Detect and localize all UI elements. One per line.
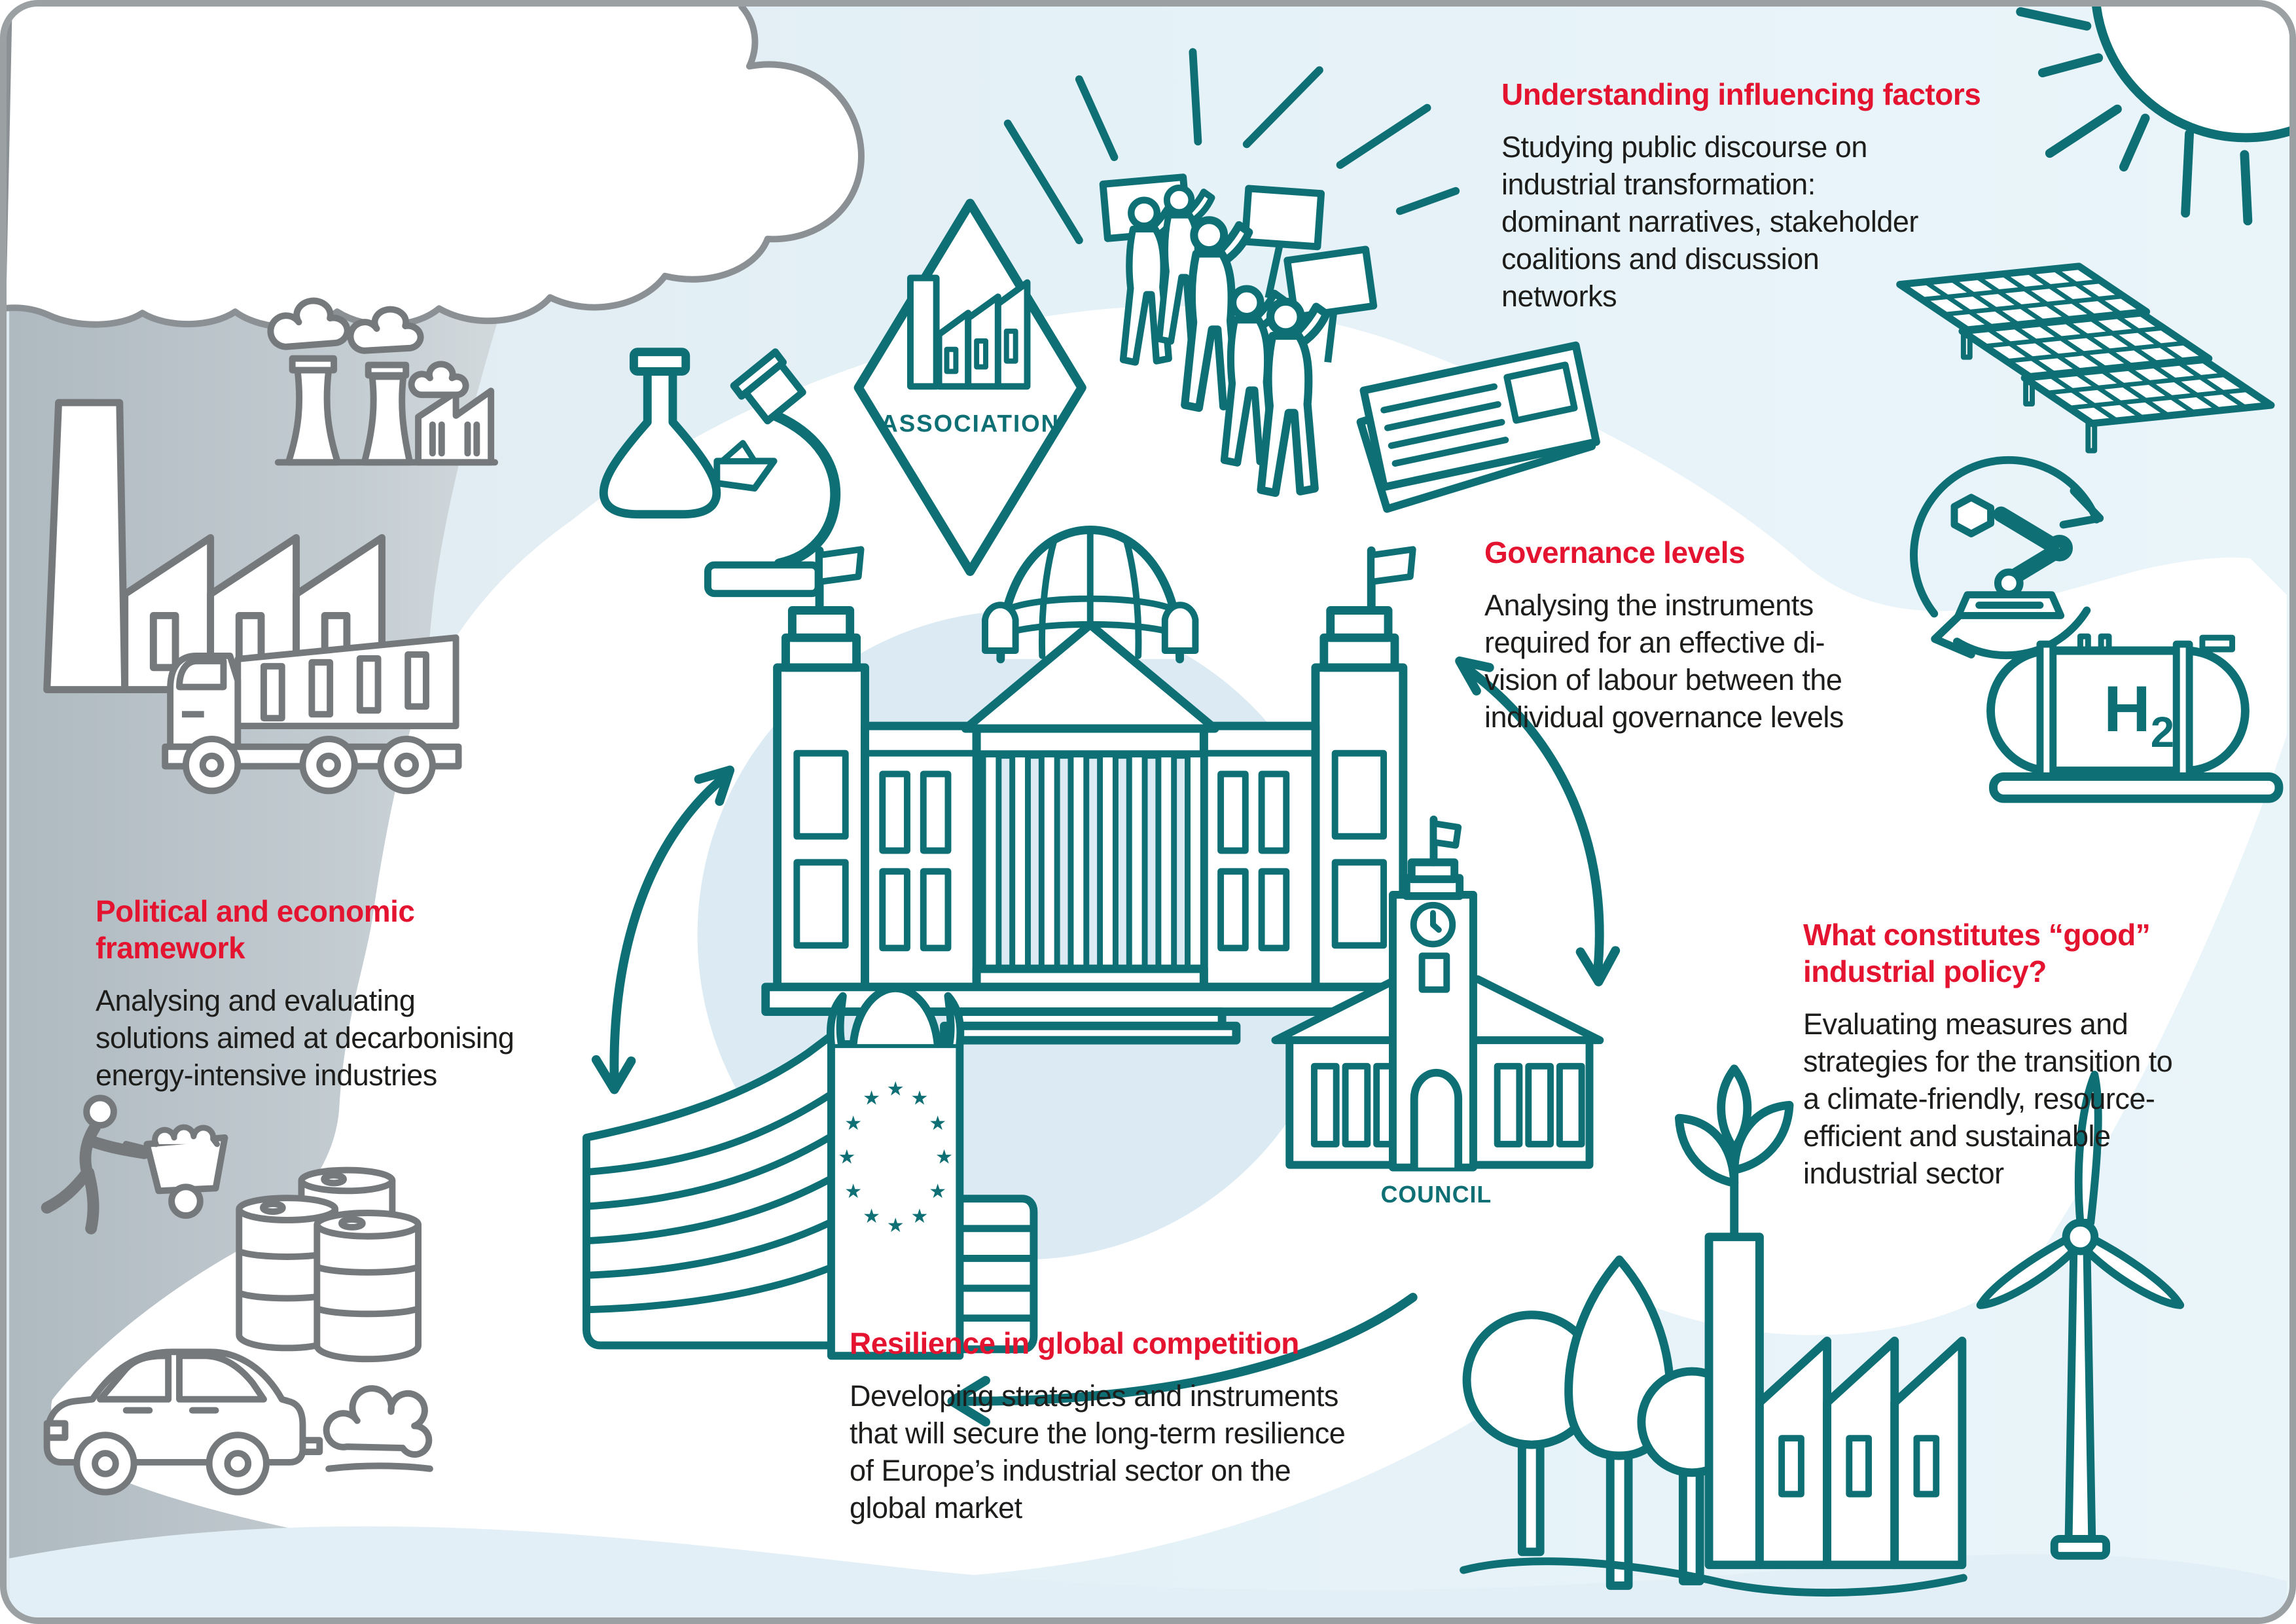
- parliament-icon: [761, 526, 1420, 1045]
- protest-rays: [1003, 48, 1460, 245]
- understanding-body: Studying public discourse on industrial …: [1501, 130, 1918, 313]
- understanding-text-block: Understanding influencing factors Studyi…: [1501, 64, 2045, 327]
- resilience-title: Resilience in global competition: [850, 1326, 1299, 1360]
- arrow-parliament-council: [1459, 661, 1604, 980]
- understanding-title: Understanding influencing factors: [1501, 77, 1981, 111]
- good-policy-text-block: What constitutes “good” industrial polic…: [1803, 905, 2287, 1204]
- governance-body: Analysing the instruments required for a…: [1484, 588, 1844, 734]
- association-label: ASSOCIATION: [880, 410, 1060, 437]
- svg-text:★: ★: [838, 1147, 855, 1168]
- arrow-parliament-eu: [609, 772, 730, 1084]
- svg-text:★: ★: [929, 1181, 946, 1202]
- resilience-text-block: Resilience in global competition Develop…: [850, 1313, 1504, 1538]
- svg-text:★: ★: [911, 1206, 929, 1227]
- green-factory-icon: [1674, 1064, 1967, 1570]
- power-plant-icon: [267, 297, 499, 466]
- illustration-layer: ASSOCIATION: [7, 7, 2289, 1617]
- flask-icon: [599, 348, 721, 519]
- eu-commission-icon: ★★★ ★★★ ★★★ ★★★: [583, 984, 1038, 1360]
- cycle-arrows-icon: [591, 656, 1621, 1427]
- association-sign-icon: ASSOCIATION: [853, 198, 1086, 576]
- wind-turbine-icon: [1976, 1070, 2185, 1560]
- political-body: Analysing and evaluating solutions aimed…: [96, 984, 514, 1092]
- bottom-wave: [9, 1526, 2287, 1617]
- trees-icon: [1460, 1255, 1967, 1597]
- h2-label: H2: [2104, 673, 2174, 756]
- political-text-block: Political and economic framework Analysi…: [96, 881, 658, 1106]
- good-policy-title: What constitutes “good” industrial polic…: [1803, 918, 2151, 988]
- worker-cart-icon: [41, 1094, 228, 1235]
- svg-text:★: ★: [863, 1206, 880, 1227]
- oil-barrels-icon: [236, 1166, 422, 1363]
- microscope-icon: [704, 348, 841, 598]
- cloud-icon: [7, 7, 865, 331]
- sun-icon: [2016, 7, 2289, 226]
- dump-truck-icon: [162, 634, 462, 795]
- governance-text-block: Governance levels Analysing the instrume…: [1484, 522, 1943, 748]
- svg-text:★: ★: [935, 1147, 953, 1168]
- good-policy-body: Evaluating measures and strategies for t…: [1803, 1007, 2173, 1190]
- svg-text:★: ★: [929, 1113, 946, 1134]
- svg-text:★: ★: [911, 1087, 929, 1109]
- arrow-council-eu: [954, 1293, 1418, 1406]
- eu-stars: ★★★ ★★★ ★★★ ★★★: [838, 1078, 952, 1236]
- protest-crowd-icon: [1003, 48, 1460, 493]
- svg-text:★: ★: [887, 1078, 905, 1100]
- political-title: Political and economic framework: [96, 894, 415, 965]
- svg-text:★: ★: [887, 1215, 905, 1236]
- svg-text:★: ★: [844, 1113, 862, 1134]
- newspaper-icon: [1356, 341, 1600, 513]
- car-exhaust-icon: [43, 1348, 433, 1496]
- svg-text:★: ★: [844, 1181, 862, 1202]
- h2-tank-icon: H2: [1986, 633, 2284, 803]
- council-label: COUNCIL: [1381, 1182, 1492, 1208]
- svg-text:★: ★: [863, 1087, 880, 1109]
- resilience-body: Developing strategies and instruments th…: [850, 1379, 1346, 1525]
- council-icon: COUNCIL: [1271, 815, 1604, 1208]
- governance-title: Governance levels: [1484, 535, 1746, 569]
